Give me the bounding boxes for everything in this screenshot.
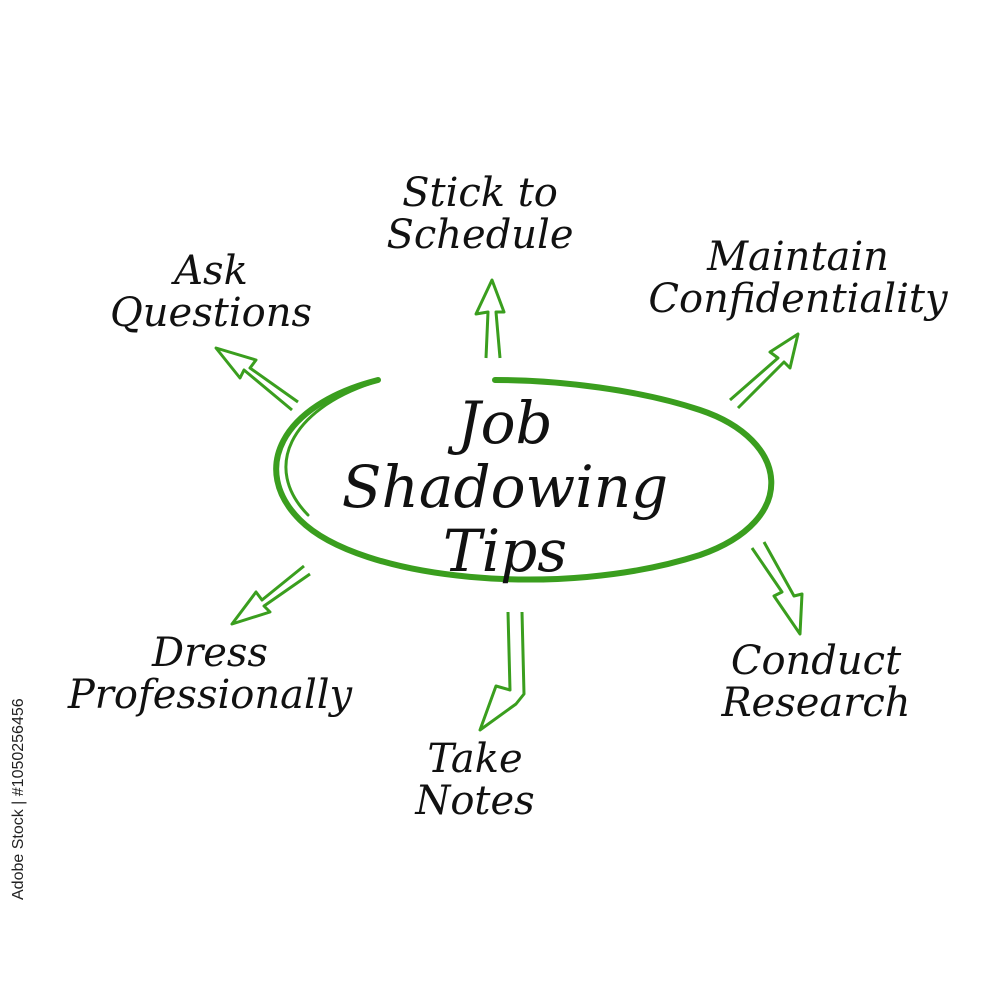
arrow-ask-questions: [214, 346, 299, 412]
tip-dress-professionally: Dress Professionally: [50, 632, 370, 716]
arrow-stick-to-schedule: [474, 278, 506, 359]
tip-line: Dress: [152, 630, 268, 676]
tip-conduct-research: Conduct Research: [706, 640, 926, 724]
arrow-dress-professionally: [230, 564, 311, 626]
tip-line: Conduct: [730, 638, 902, 684]
tip-line: Questions: [110, 290, 312, 336]
tip-take-notes: Take Notes: [390, 738, 560, 822]
tip-line: Confidentiality: [648, 276, 948, 322]
arrow-take-notes: [478, 611, 526, 732]
stock-id-watermark: Adobe Stock | #1050256456: [10, 698, 27, 900]
arrow-maintain-confidentiality: [729, 332, 800, 410]
tip-line: Schedule: [386, 212, 574, 258]
center-label-line-2: Shadowing: [341, 452, 669, 521]
tip-line: Notes: [415, 778, 535, 824]
tip-maintain-confidentiality: Maintain Confidentiality: [628, 236, 968, 320]
arrow-conduct-research: [750, 541, 804, 636]
tip-line: Maintain: [707, 234, 889, 280]
center-label-line-1: Job: [457, 389, 553, 457]
tip-line: Ask: [174, 248, 248, 294]
center-ellipse: [273, 377, 775, 583]
tip-stick-to-schedule: Stick to Schedule: [370, 172, 590, 256]
tip-line: Stick to: [402, 170, 558, 216]
tip-ask-questions: Ask Questions: [96, 250, 326, 334]
tip-line: Research: [721, 680, 911, 726]
center-label: Job Shadowing Tips: [340, 389, 670, 585]
center-label-line-3: Tips: [442, 516, 568, 585]
tip-line: Professionally: [67, 672, 353, 718]
tip-line: Take: [427, 736, 523, 782]
